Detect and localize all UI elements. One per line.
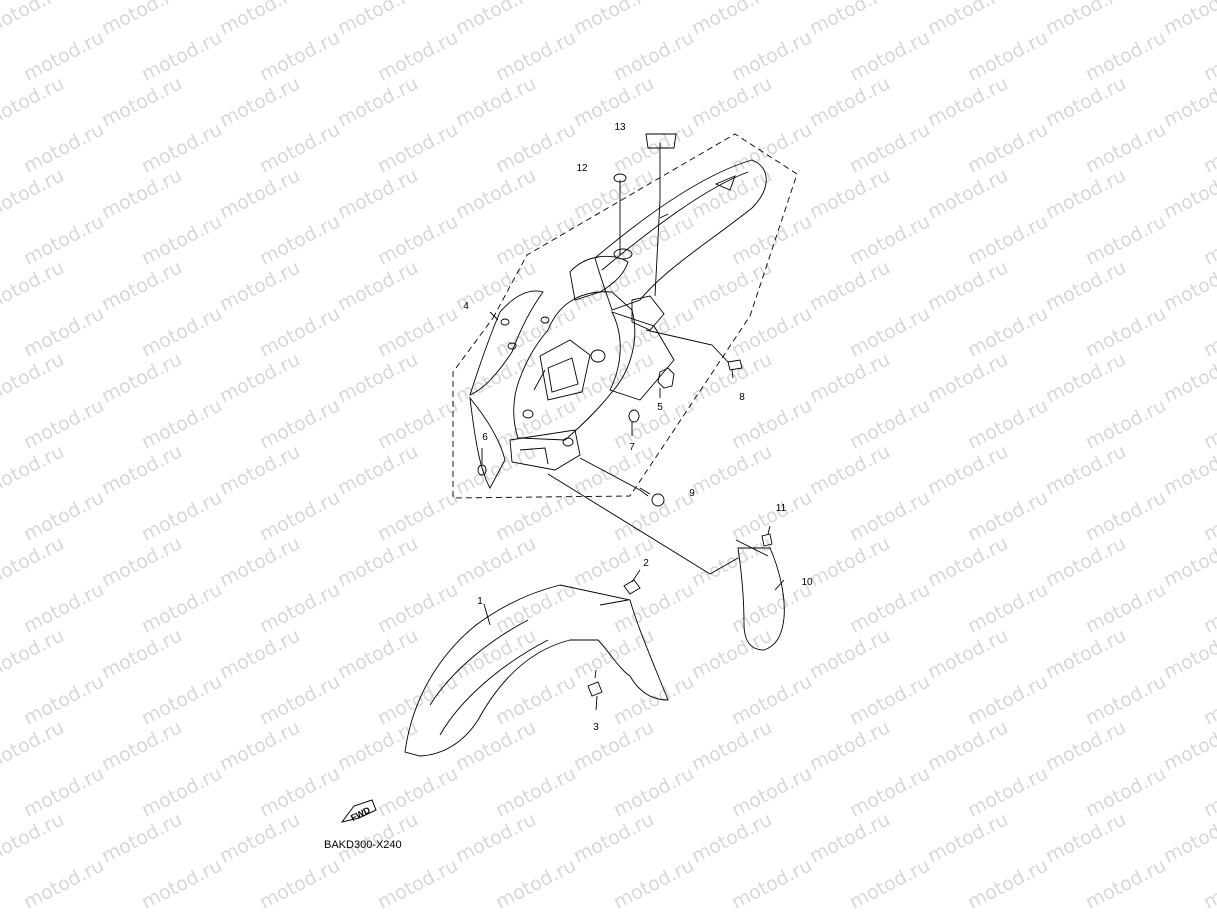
leader-lines [481, 143, 785, 711]
callout-8: 8 [739, 392, 745, 403]
bolt-part-3 [587, 669, 603, 697]
callout-3: 3 [593, 722, 599, 733]
mud-flap-part [735, 539, 785, 651]
fwd-arrow-icon: FWD [340, 799, 377, 823]
screw-part-11 [761, 533, 773, 547]
callout-2: 2 [643, 558, 649, 569]
callout-6: 6 [482, 432, 488, 443]
front-fender-part [404, 584, 669, 757]
callout-13: 13 [614, 122, 626, 133]
nut-part-5 [657, 367, 675, 389]
callout-12: 12 [576, 163, 588, 174]
callout-10: 10 [801, 577, 813, 588]
bolt-part-9 [639, 487, 665, 507]
clip-part-2 [623, 579, 641, 595]
callout-11: 11 [776, 503, 787, 514]
grommet-part-7 [628, 409, 640, 423]
rear-fender-part [469, 159, 767, 489]
pad-part-13 [645, 133, 677, 149]
grommet-part-6 [477, 464, 487, 476]
callout-5: 5 [657, 402, 663, 413]
diagram-code: BAKD300-X240 [324, 839, 402, 851]
callout-7: 7 [629, 442, 635, 453]
callout-1: 1 [477, 596, 483, 607]
bolt-part-8 [727, 359, 743, 379]
callout-4: 4 [463, 301, 469, 312]
callout-9: 9 [689, 488, 695, 499]
assembly-boundary [452, 133, 798, 499]
